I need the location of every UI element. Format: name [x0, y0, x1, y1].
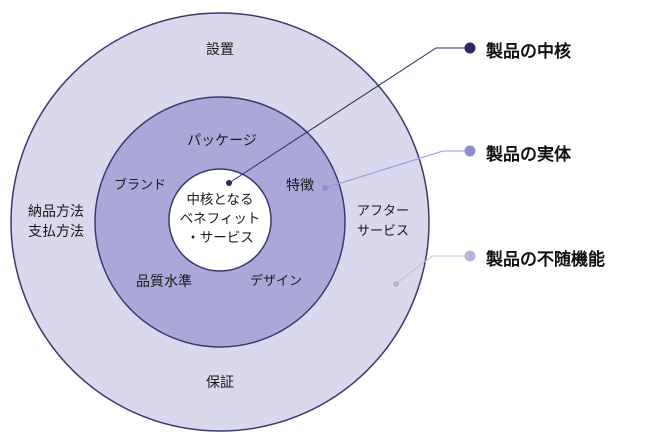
label-core-benefit: 中核となる ベネフィット ・サービス: [170, 191, 270, 248]
label-installation: 設置: [206, 42, 234, 58]
legend-actual-product: 製品の実体: [486, 145, 571, 165]
augmented-point-dot: [393, 281, 399, 287]
core-line-3: ・サービス: [186, 230, 254, 246]
actual-point-dot: [322, 185, 328, 191]
label-quality-level: 品質水準: [136, 274, 192, 290]
connector-line-augmented: [395, 255, 470, 285]
legend-marker-augmented-icon: [464, 250, 476, 262]
label-brand: ブランド: [113, 178, 166, 193]
label-after: アフター: [356, 204, 409, 219]
core-line-2: ベネフィット: [179, 211, 261, 227]
legend-marker-actual-icon: [464, 145, 476, 157]
label-delivery-payment: 納品方法 支払方法: [14, 202, 98, 242]
label-features: 特徴: [286, 178, 314, 194]
label-payment-method: 支払方法: [28, 224, 84, 240]
label-warranty: 保証: [206, 375, 234, 391]
connector-line-actual: [324, 150, 470, 189]
label-delivery-method: 納品方法: [28, 204, 84, 220]
legend-core-product: 製品の中核: [486, 42, 571, 62]
label-package: パッケージ: [187, 133, 257, 149]
connector-line-core: [228, 47, 470, 184]
label-design: デザイン: [249, 274, 302, 289]
label-after-service: アフター サービス: [347, 202, 419, 242]
label-service: サービス: [356, 224, 409, 239]
core-line-1: 中核となる: [186, 192, 254, 208]
legend-augmented-product: 製品の不随機能: [486, 250, 605, 270]
core-point-dot: [226, 180, 232, 186]
core-circle: [168, 168, 272, 272]
legend-marker-core-icon: [464, 42, 476, 54]
